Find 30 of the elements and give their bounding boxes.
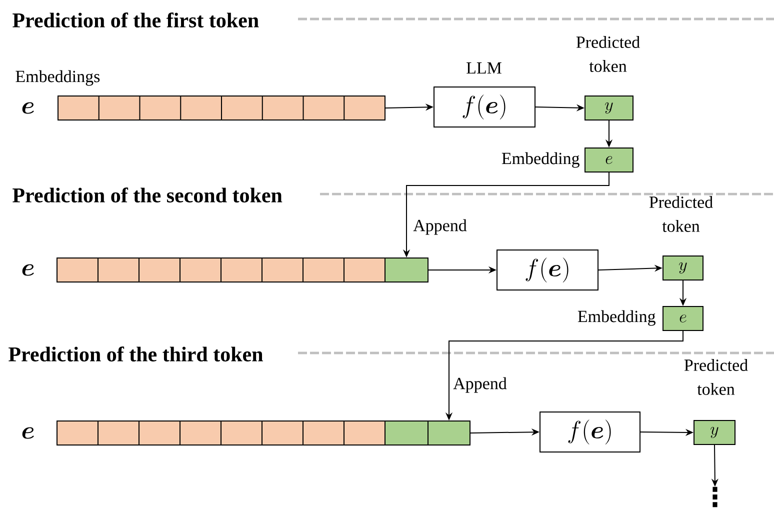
section-heading: Prediction of the third token [8, 346, 263, 362]
appended-token-cell [384, 420, 428, 446]
node-caption: Embedding [502, 152, 580, 168]
model-box: $f(\boldsymbol{e})$ [496, 250, 598, 290]
node-caption: Embeddings [16, 70, 100, 86]
token-box: $y$ [694, 420, 736, 445]
node-caption: Predicted token [684, 359, 748, 395]
ellipsis: ⋮ [712, 486, 718, 508]
edge-label: Append [452, 376, 508, 394]
vector-symbol: $\boldsymbol{e}$ [22, 102, 34, 114]
node-caption: Embedding [578, 310, 656, 326]
token-box: $y$ [662, 256, 704, 280]
edge-label: Append [412, 218, 468, 236]
embedding-sequence [56, 420, 386, 446]
token-box: $e$ [584, 148, 634, 172]
node-caption: Predicted token [576, 36, 640, 72]
vector-symbol: $\boldsymbol{e}$ [22, 264, 34, 276]
embedding-sequence [56, 258, 386, 282]
section-heading: Prediction of the second token [12, 188, 282, 202]
token-box: $e$ [662, 306, 704, 331]
token-box: $y$ [584, 96, 634, 120]
section-heading: Prediction of the first token [12, 12, 259, 28]
node-caption: LLM [466, 62, 502, 74]
appended-token-cell [428, 420, 470, 446]
appended-token-cell [384, 258, 428, 282]
node-caption: Predicted token [649, 196, 713, 232]
model-box: $f(\boldsymbol{e})$ [540, 412, 640, 452]
model-box: $f(\boldsymbol{e})$ [434, 86, 536, 128]
embedding-sequence [58, 96, 386, 120]
vector-symbol: $\boldsymbol{e}$ [22, 427, 34, 439]
